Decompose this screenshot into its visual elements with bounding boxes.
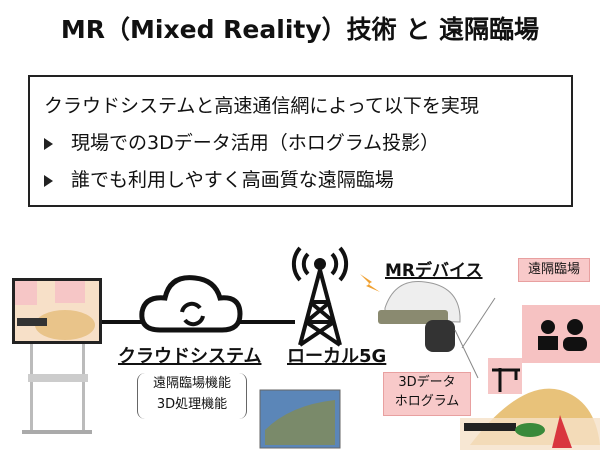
bullet-item: 現場での3Dデータ活用（ホログラム投影） bbox=[44, 128, 439, 155]
lightning-icon bbox=[360, 274, 380, 292]
display-stand-icon bbox=[12, 278, 102, 434]
page-title: MR（Mixed Reality）技術 と 遠隔臨場 bbox=[60, 15, 540, 44]
construction-site-icon bbox=[460, 388, 600, 450]
mr-device-label: MRデバイス bbox=[385, 261, 483, 281]
mr-headset-icon bbox=[378, 281, 461, 352]
remote-inspection-callout: 遠隔臨場 bbox=[518, 258, 590, 282]
bullet-item: 誰でも利用しやすく高画質な遠隔臨場 bbox=[44, 165, 394, 192]
triangle-bullet-icon bbox=[44, 137, 53, 150]
hologram-callout: 3Dデータ ホログラム bbox=[383, 372, 471, 416]
3d-map-thumbnail bbox=[259, 389, 341, 449]
summary-heading: クラウドシステムと高速通信網によって以下を実現 bbox=[44, 95, 479, 117]
summary-box: クラウドシステムと高速通信網によって以下を実現 現場での3Dデータ活用（ホログラ… bbox=[28, 75, 573, 207]
local-5g-label: ローカル5G bbox=[287, 346, 387, 367]
antenna-tower-icon bbox=[291, 246, 349, 347]
cloud-system-label: クラウドシステム bbox=[118, 346, 262, 367]
crane-icon bbox=[488, 358, 522, 394]
system-diagram bbox=[12, 246, 600, 450]
remote-people-icon bbox=[522, 305, 600, 363]
triangle-bullet-icon bbox=[44, 174, 53, 187]
cloud-functions: 遠隔臨場機能 3D処理機能 bbox=[137, 373, 247, 419]
cloud-icon bbox=[139, 275, 243, 333]
